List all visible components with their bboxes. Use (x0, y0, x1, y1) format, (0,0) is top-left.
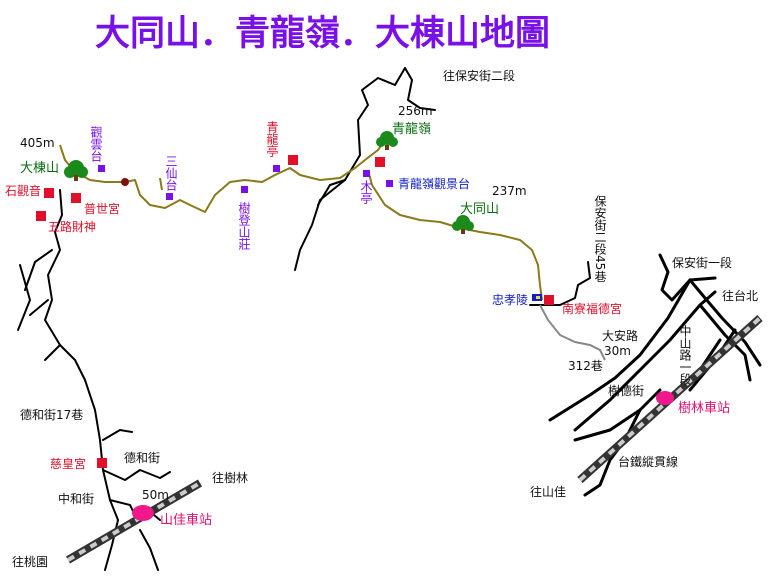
place-label-zhongxiao: 忠孝陵 (492, 293, 528, 307)
peak-name-dadong: 大棟山 (20, 161, 59, 176)
road-label-to-taipei: 往台北 (722, 288, 758, 303)
viewpoint-icon-sanxian (166, 193, 173, 200)
temple-icon-wulu (36, 211, 46, 221)
road-to-taipei (688, 278, 762, 367)
viewpoint-label-sanxian: 三仙台 (164, 155, 178, 191)
viewpoint-label-guanyun: 觀雲台 (89, 126, 103, 162)
road-label-baoan-lane: 保安街二段45巷 (593, 195, 607, 283)
temple-icon-pushi (71, 193, 81, 203)
rail-shanjia (65, 479, 203, 564)
road-label-dist50: 50m (142, 488, 169, 502)
map-title: 大同山．青龍嶺．大棟山地圖 (95, 14, 550, 54)
peak-name-datong: 大同山 (460, 202, 499, 217)
road-shude (573, 388, 662, 442)
road-zhongshan (573, 290, 717, 432)
road-label-railway: 台鐵縱貫線 (618, 454, 678, 469)
road-label-daan: 大安路 (602, 328, 638, 343)
viewpoint-label-muting: 木亭 (359, 180, 373, 204)
pavilion-icon-qinglong (375, 157, 385, 167)
road-label-to-taoyuan: 往桃園 (12, 554, 48, 569)
road-baoan-1 (658, 253, 717, 302)
road-label-dehe17: 德和街17巷 (20, 407, 83, 422)
tree-icon (452, 215, 474, 234)
road-far-left (17, 264, 31, 331)
temple-label-wulu: 五路財神 (48, 219, 96, 234)
viewpoint-label-qinglong-view: 青龍嶺觀景台 (398, 176, 470, 191)
road-branch-left (24, 249, 61, 361)
road-label-zhonghe: 中和街 (58, 491, 94, 506)
viewpoint-label-qinglongting: 青龍亭 (265, 121, 279, 157)
viewpoint-icon-muting (363, 170, 370, 177)
elevation-qinglong: 256m (398, 104, 433, 118)
trail-bridge (159, 177, 163, 191)
road-label-baoan1: 保安街一段 (672, 255, 732, 270)
road-label-to-shulin: 往樹林 (212, 470, 248, 485)
temple-icon-shiguanyin (44, 188, 54, 198)
peak-name-qinglong: 青龍嶺 (392, 121, 431, 137)
road-baoan-lane (529, 261, 591, 306)
mausoleum-icon-inner (536, 296, 540, 299)
elevation-datong: 237m (492, 184, 527, 198)
station-label-shanjia: 山佳車站 (160, 513, 212, 528)
waypoint-dot (121, 178, 129, 186)
station-label-shulin: 樹林車站 (678, 401, 730, 416)
road-label-shude: 樹德街 (608, 383, 644, 398)
road-label-zhongshan: 中山路一段 (678, 324, 692, 386)
road-network (17, 67, 762, 571)
road-north-branch (294, 179, 346, 271)
viewpoint-label-shudeng: 樹登山莊 (237, 202, 251, 251)
viewpoint-icon-shudeng (241, 186, 248, 193)
viewpoint-icon-qinglongting (273, 165, 280, 172)
temple-label-cihuang: 慈皇宮 (50, 456, 86, 471)
road-label-baoan2: 往保安街二段 (443, 68, 515, 83)
temple-label-nanliao: 南寮福德宮 (562, 301, 622, 316)
tree-icon (376, 131, 398, 150)
road-label-to-shanjia: 往山佳 (530, 484, 566, 499)
shulin-station-marker (656, 391, 674, 405)
temple-label-pushi: 普世宮 (84, 201, 120, 216)
road-label-daan-dist: 30m (604, 344, 631, 358)
viewpoint-icon-guanyun (98, 165, 105, 172)
trail-gray-descent (539, 304, 606, 361)
tree-icon (64, 160, 88, 181)
trail-main (59, 139, 386, 213)
elevation-dadong: 405m (20, 136, 55, 150)
shanjia-station-marker (132, 505, 154, 521)
temple-icon-cihuang (97, 458, 107, 468)
road-north-branch-2 (317, 179, 346, 206)
hiking-trail (59, 139, 606, 361)
road-label-lane312: 312巷 (568, 359, 603, 373)
pavilion-icon-qinglongting (288, 155, 298, 165)
temple-label-shiguanyin: 石觀音 (5, 183, 41, 198)
road-daan (548, 278, 692, 422)
road-dehe (102, 429, 171, 481)
viewpoint-icon-qinglong-view (386, 180, 393, 187)
road-baoan-2 (344, 67, 436, 181)
temple-icon-nanliao (544, 295, 554, 305)
road-label-dehe: 德和街 (124, 450, 160, 465)
